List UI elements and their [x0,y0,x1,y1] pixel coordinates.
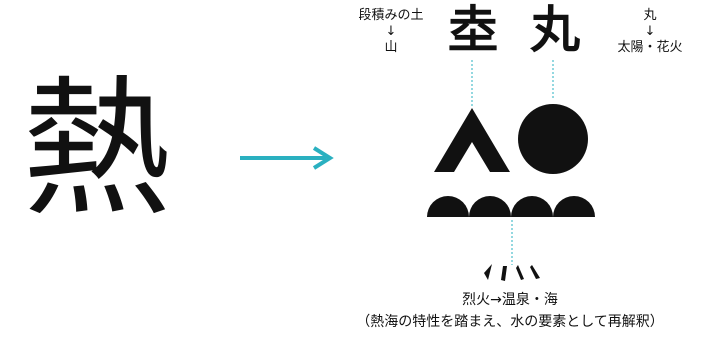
mountain-triangle-icon [434,108,510,172]
left-component-glyph: 坴 [448,0,498,59]
left-note-arrow: ↓ [385,24,397,39]
right-note-arrow: ↓ [644,24,656,39]
fire-stroke-icon [501,266,507,281]
right-component-note: 丸 ↓ 太陽・花火 [600,8,700,56]
wave-semicircle-icon [511,196,553,217]
fire-stroke-icon [530,265,540,279]
symbol-composition [427,60,595,281]
main-kanji: 熱 [22,63,173,237]
arrow-head [312,146,334,170]
right-note-meaning: 太陽・花火 [617,40,683,55]
wave-semicircle-icon [469,196,511,217]
left-note-meaning: 山 [384,40,398,55]
bottom-caption-sub: （熱海の特性を踏まえ、水の要素として再解釈） [356,314,664,330]
fire-stroke-icon [484,264,492,280]
wave-semicircle-icon [553,196,595,217]
left-component-note: 段積みの土 ↓ 山 [335,8,447,56]
right-component-glyph: 丸 [530,0,580,59]
wave-semicircle-icon [427,196,469,217]
left-note-origin: 段積みの土 [358,8,424,23]
sun-circle-icon [518,104,588,174]
right-note-origin: 丸 [643,8,657,23]
right-arrow-icon [240,146,334,170]
fire-stroke-icon [516,265,524,280]
bottom-caption-main: 烈火→温泉・海 [462,292,558,308]
